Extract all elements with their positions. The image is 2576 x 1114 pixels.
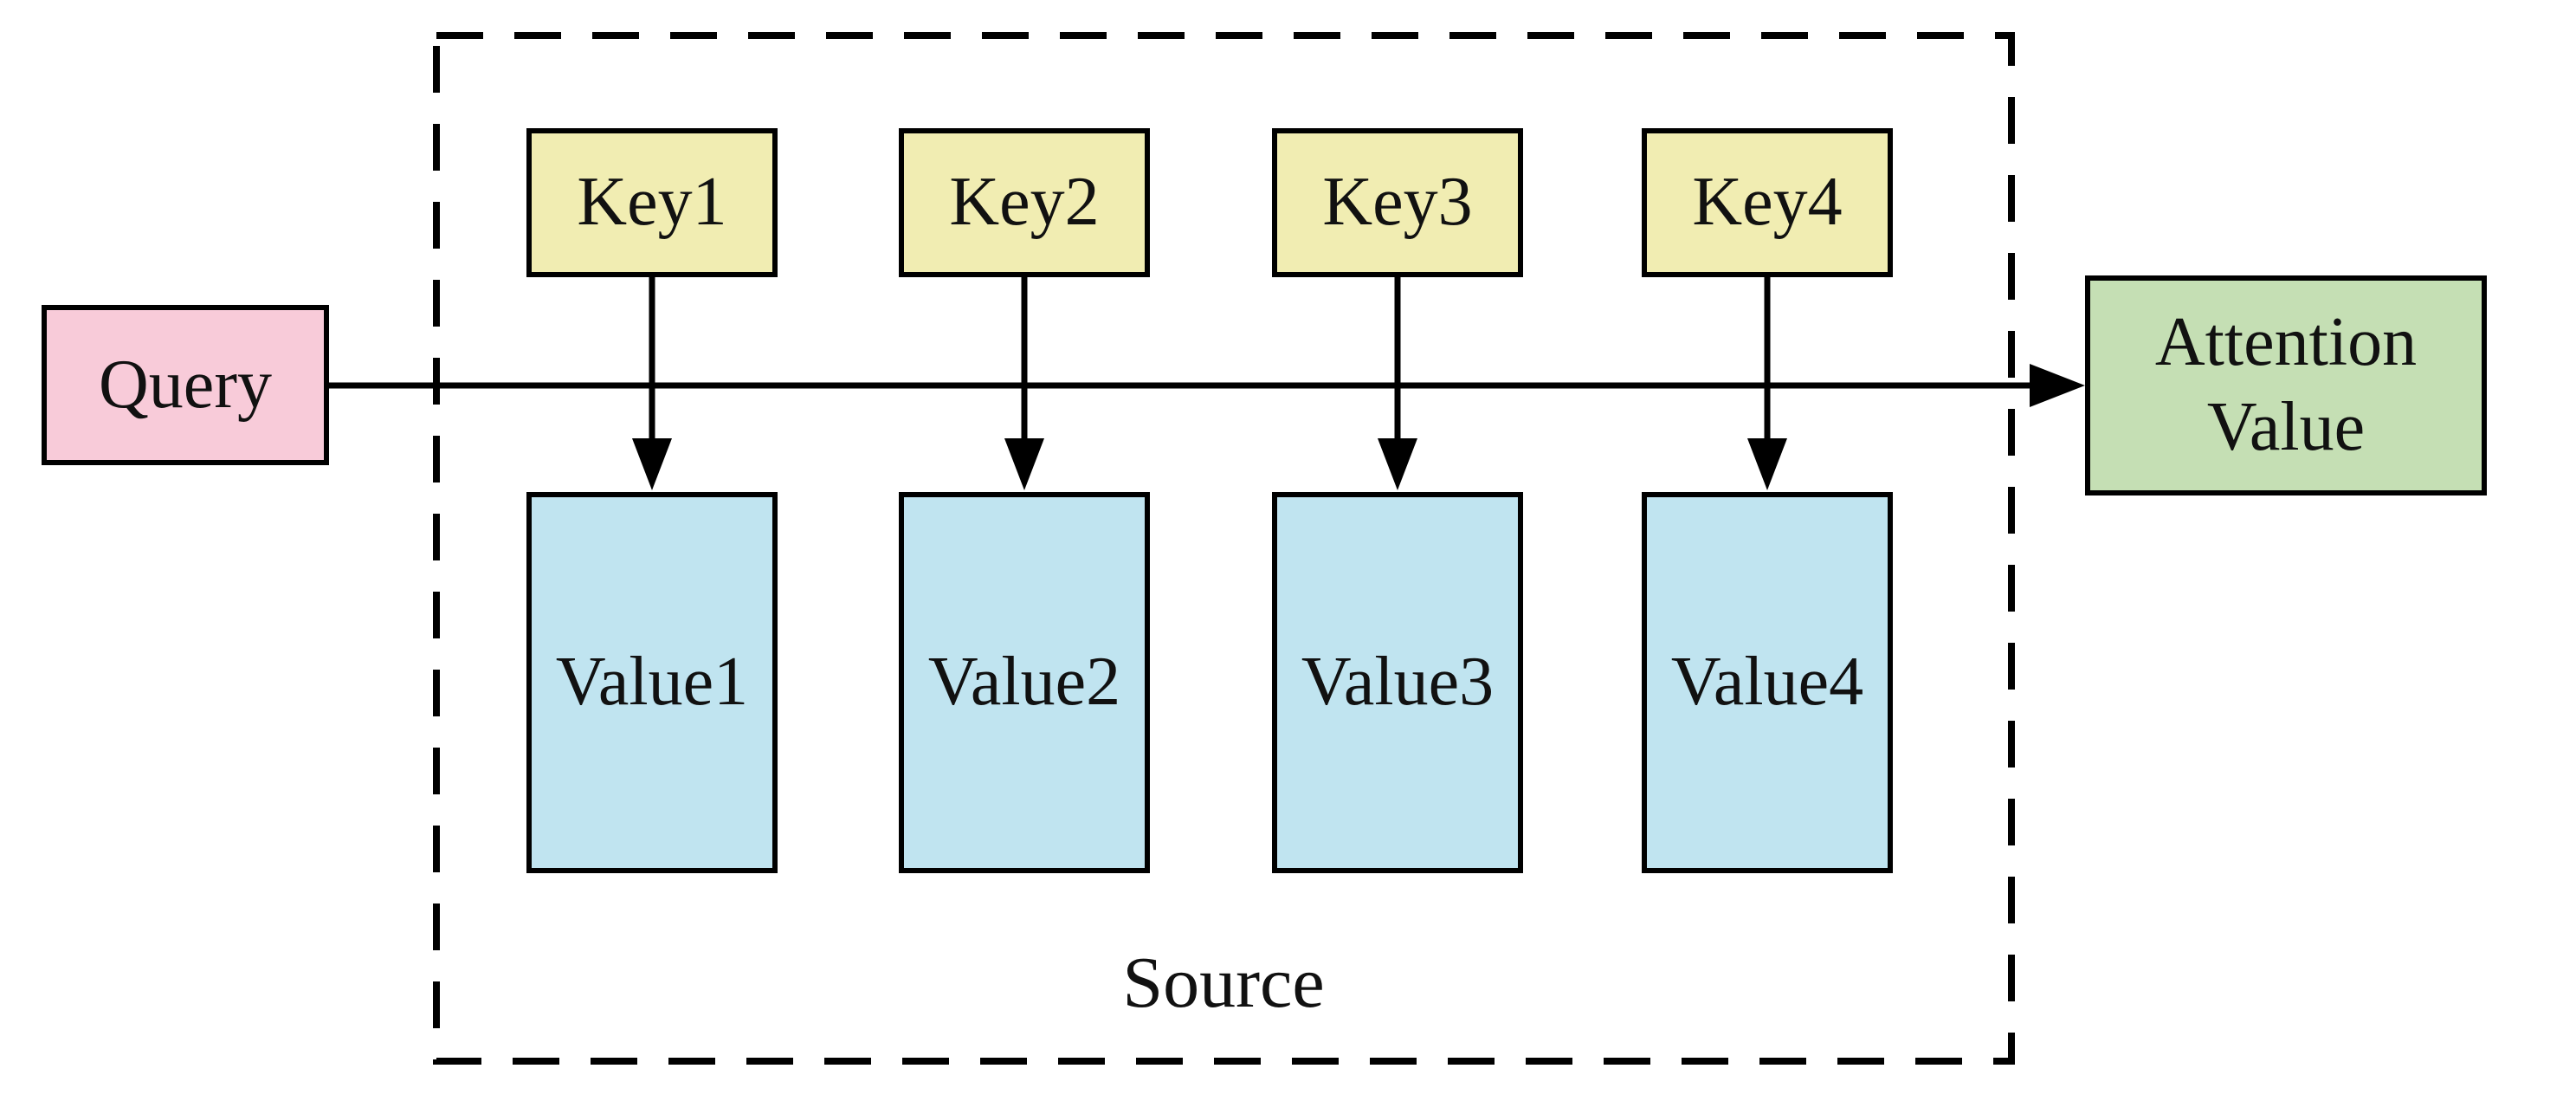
key4-box: Key4 [1642,128,1893,277]
arrowhead-down-icon [1747,438,1787,490]
key4-label: Key4 [1692,164,1843,241]
value3-box: Value3 [1272,492,1523,873]
arrow-key2-to-value2 [1004,277,1044,490]
arrowhead-down-icon [1004,438,1044,490]
key1-box: Key1 [526,128,778,277]
arrow-key1-to-value1 [632,277,672,490]
key2-box: Key2 [899,128,1150,277]
value4-label: Value4 [1670,644,1864,721]
key1-label: Key1 [577,164,727,241]
arrow-query-to-attention [329,364,2085,407]
arrowhead-right-icon [2030,364,2085,407]
attention-value-line1: Attention [2154,304,2418,381]
value3-label: Value3 [1301,644,1495,721]
value2-label: Value2 [927,644,1121,721]
arrowhead-down-icon [1378,438,1417,490]
arrow-key3-to-value3 [1378,277,1417,490]
value4-box: Value4 [1642,492,1893,873]
attention-value-line2: Value [2206,389,2366,465]
key3-label: Key3 [1322,164,1473,241]
query-label: Query [99,346,272,423]
arrowhead-down-icon [632,438,672,490]
query-box: Query [42,305,329,465]
value1-box: Value1 [526,492,778,873]
attention-value-box: Attention Value [2085,275,2487,495]
arrow-key4-to-value4 [1747,277,1787,490]
value2-box: Value2 [899,492,1150,873]
key2-label: Key2 [949,164,1100,241]
source-boundary [433,32,2015,1065]
value1-label: Value1 [555,644,749,721]
source-label: Source [1122,942,1325,1023]
key3-box: Key3 [1272,128,1523,277]
attention-value-label: Attention Value [2155,301,2417,470]
